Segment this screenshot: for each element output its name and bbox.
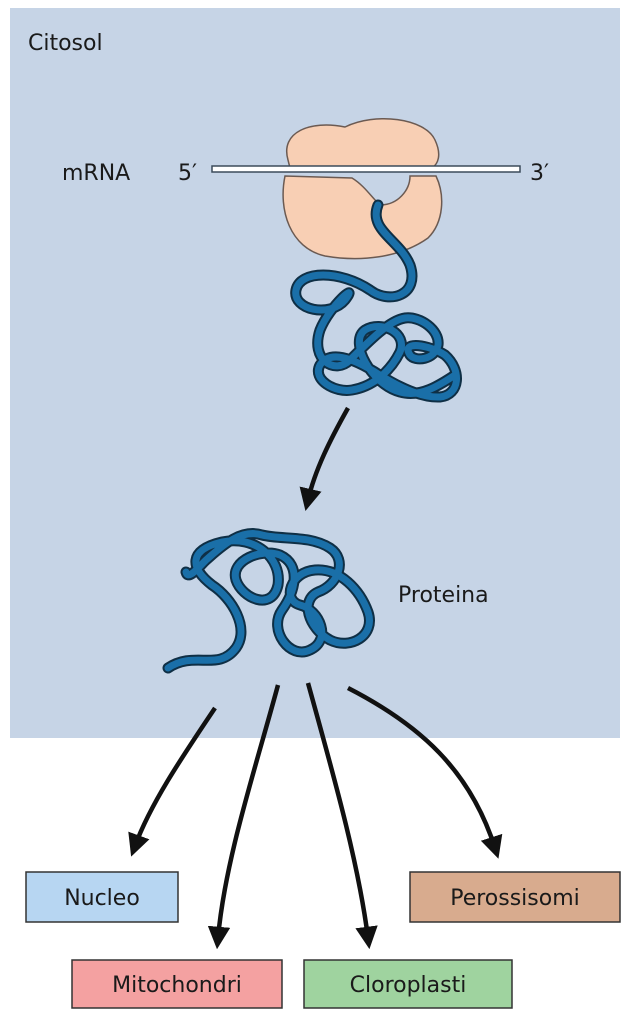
protein-label: Proteina [398,583,489,608]
peroxisomes-box: Perossisomi [410,872,620,922]
cytosol-label: Citosol [28,31,103,56]
mitochondria-box: Mitochondri [72,960,282,1008]
nucleus-box: Nucleo [26,872,178,922]
chloroplasts-label: Cloroplasti [350,973,467,998]
peroxisomes-label: Perossisomi [450,886,580,911]
mitochondria-label: Mitochondri [112,973,242,998]
mrna-strand [212,166,520,172]
nucleus-label: Nucleo [64,886,140,911]
ribosome-large-subunit [287,119,439,168]
mrna-5-prime-label: 5′ [178,161,197,186]
mrna-3-prime-label: 3′ [530,161,549,186]
mrna-label: mRNA [62,161,130,186]
chloroplasts-box: Cloroplasti [304,960,512,1008]
